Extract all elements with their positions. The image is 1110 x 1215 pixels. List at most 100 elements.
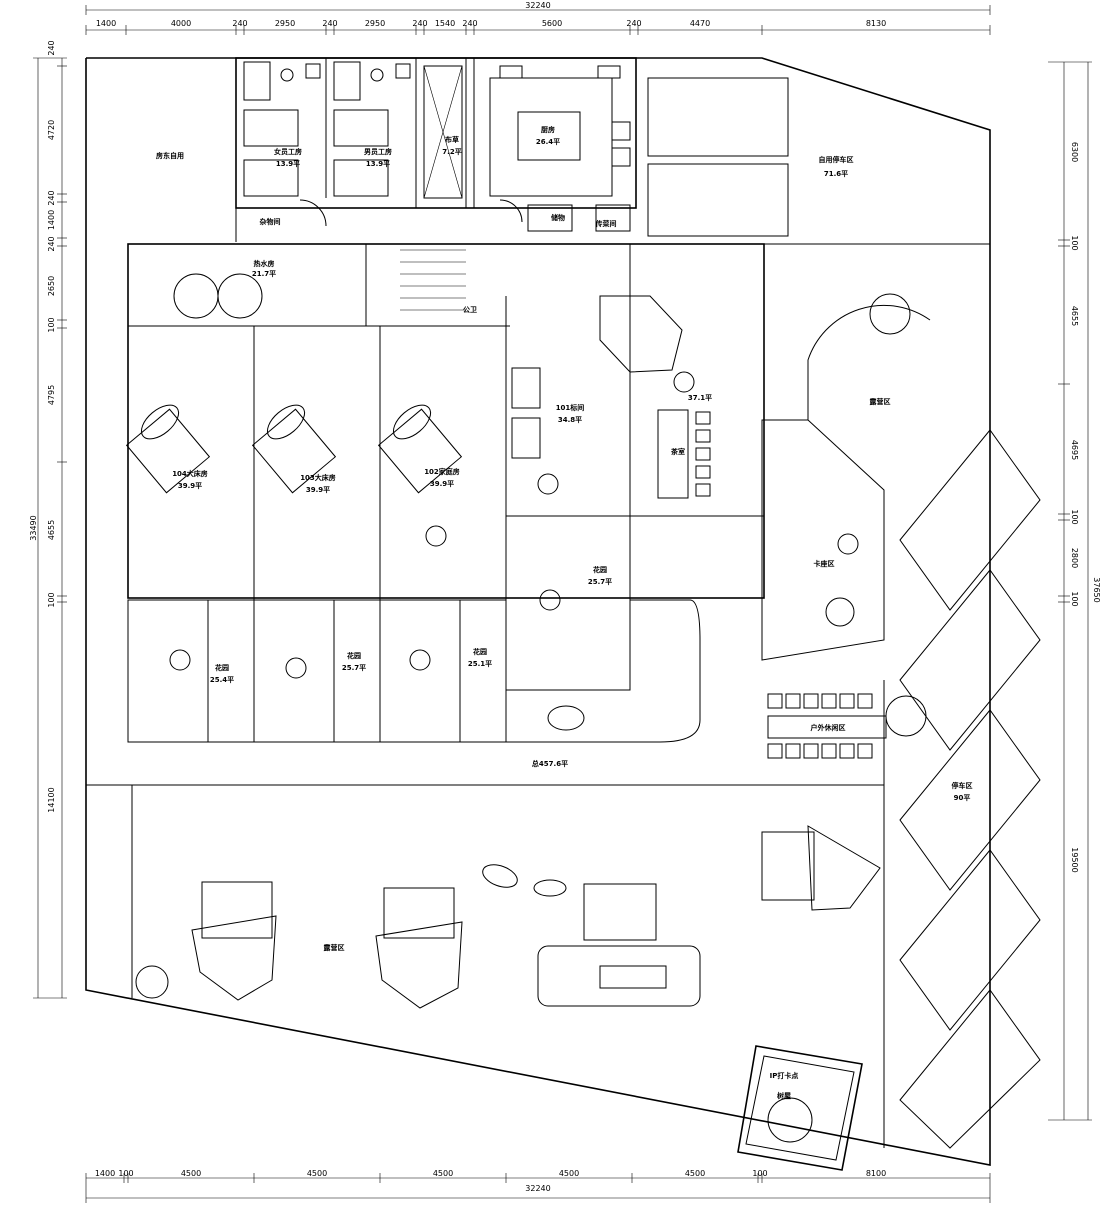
kitchen-area: 26.4平 [536,138,560,146]
bottom-dimension: 1400 100 4500 4500 4500 4500 4500 100 81… [85,1169,991,1203]
left-dim-2: 4720 [47,120,56,140]
right-dimension: 37650 6300 100 4655 4695 100 2800 100 19… [1048,61,1101,1121]
left-dimension: 33490 240 4720 240 1400 240 2650 100 479… [29,40,67,999]
landlord-label: 房东自用 [156,151,184,160]
room-labels: 房东自用 女员工房 13.9平 男员工房 13.9平 布草 7.2平 厨房 26… [156,125,973,1100]
bottom-dim-1: 1400 [95,1169,115,1178]
bottom-dim-5: 4500 [433,1169,453,1178]
left-dim-5: 240 [47,236,56,251]
parking-area: 90平 [954,794,971,802]
garden102-label: 花园 [473,647,487,656]
right-dim-4: 4695 [1070,440,1079,460]
right-dim-1: 6300 [1070,142,1079,162]
left-dim-11: 14100 [47,787,56,812]
boiler-area: 21.7平 [252,270,276,278]
guest-wing [125,243,765,600]
top-dim-5: 240 [322,19,337,28]
room101-area: 34.8平 [558,416,582,424]
top-dim-8: 1540 [435,19,455,28]
parking-label: 停车区 [952,781,973,790]
top-dim-9: 240 [462,19,477,28]
room103-label: 103大床房 [300,473,336,482]
garden-row [127,371,859,743]
left-total-dim: 33490 [29,515,38,540]
bottom-dim-4: 4500 [307,1169,327,1178]
left-dim-6: 2650 [47,276,56,296]
site-boundary [85,57,991,1166]
right-dim-7: 100 [1070,591,1079,606]
garden103-label: 花园 [347,651,361,660]
top-total-dim: 32240 [525,1,550,10]
bottom-dim-7: 4500 [685,1169,705,1178]
right-dim-6: 2800 [1070,548,1079,568]
garden104-area: 25.4平 [210,676,234,684]
outdoor-rest-label: 户外休闲区 [811,723,846,732]
bottom-dim-2: 100 [118,1169,133,1178]
garden1-area: 25.7平 [588,578,612,586]
right-dim-8: 19500 [1070,847,1079,872]
top-dim-3: 240 [232,19,247,28]
card-area-label: 卡座区 [814,559,835,568]
right-dim-3: 4655 [1070,306,1079,326]
ip-spot-label: IP打卡点 [770,1071,799,1080]
left-dim-10: 100 [47,592,56,607]
garden104-label: 花园 [215,663,229,672]
room102-area: 39.9平 [430,480,454,488]
room101-label: 101标间 [556,403,585,412]
camp-label: 露营区 [324,943,345,952]
left-dim-3: 240 [47,190,56,205]
parking-private-area: 71.6平 [824,170,848,178]
bottom-total-dim: 32240 [525,1184,550,1193]
service-block [235,57,789,242]
male-staff-area: 13.9平 [366,160,390,168]
top-dim-11: 240 [626,19,641,28]
male-staff-label: 男员工房 [364,147,392,156]
room104-label: 104大床房 [172,469,208,478]
ip-spot [737,1045,863,1171]
left-dim-7: 100 [47,317,56,332]
right-dim-2: 100 [1070,235,1079,250]
bottom-dim-6: 4500 [559,1169,579,1178]
linen-area: 7.2平 [442,148,461,156]
left-dim-1: 240 [47,40,56,55]
lounge-area: 37.1平 [688,394,712,402]
boiler-label: 热水房 [254,259,275,268]
parking-private-label: 自用停车区 [819,155,854,164]
kitchen-label: 厨房 [541,125,555,134]
courtyard-right [86,243,1041,1149]
bottom-dim-8: 100 [752,1169,767,1178]
left-dim-9: 4655 [47,520,56,540]
left-dim-8: 4795 [47,385,56,405]
room104-area: 39.9平 [178,482,202,490]
camp-pods [135,293,927,1009]
top-dim-1: 1400 [96,19,116,28]
garden102-area: 25.1平 [468,660,492,668]
room102-label: 102家庭房 [424,467,460,476]
bottom-dim-3: 4500 [181,1169,201,1178]
store-label: 储物 [550,213,565,222]
female-staff-area: 13.9平 [276,160,300,168]
right-total-dim: 37650 [1092,577,1101,602]
bottom-dim-9: 8100 [866,1169,886,1178]
storage-label: 杂物间 [260,217,281,226]
ip-spot-sub: 树屋 [777,1091,791,1100]
top-dim-12: 4470 [690,19,710,28]
left-dim-4: 1400 [47,210,56,230]
linen-label: 布草 [445,135,459,144]
top-dim-2: 4000 [171,19,191,28]
garden103-area: 25.7平 [342,664,366,672]
public-wc-label: 公卫 [463,306,477,314]
female-staff-label: 女员工房 [274,147,302,156]
garden1-label: 花园 [593,565,607,574]
top-dim-7: 240 [412,19,427,28]
top-dim-6: 2950 [365,19,385,28]
pantry-label: 传菜间 [595,219,617,228]
total-area-label: 总457.6平 [532,759,568,768]
top-dim-10: 5600 [542,19,562,28]
yard-label: 露营区 [870,397,891,406]
room103-area: 39.9平 [306,486,330,494]
top-dimension: 32240 1400 4000 240 2950 240 2950 240 15… [85,1,991,35]
tea-label: 茶室 [670,447,685,456]
top-dim-13: 8130 [866,19,886,28]
